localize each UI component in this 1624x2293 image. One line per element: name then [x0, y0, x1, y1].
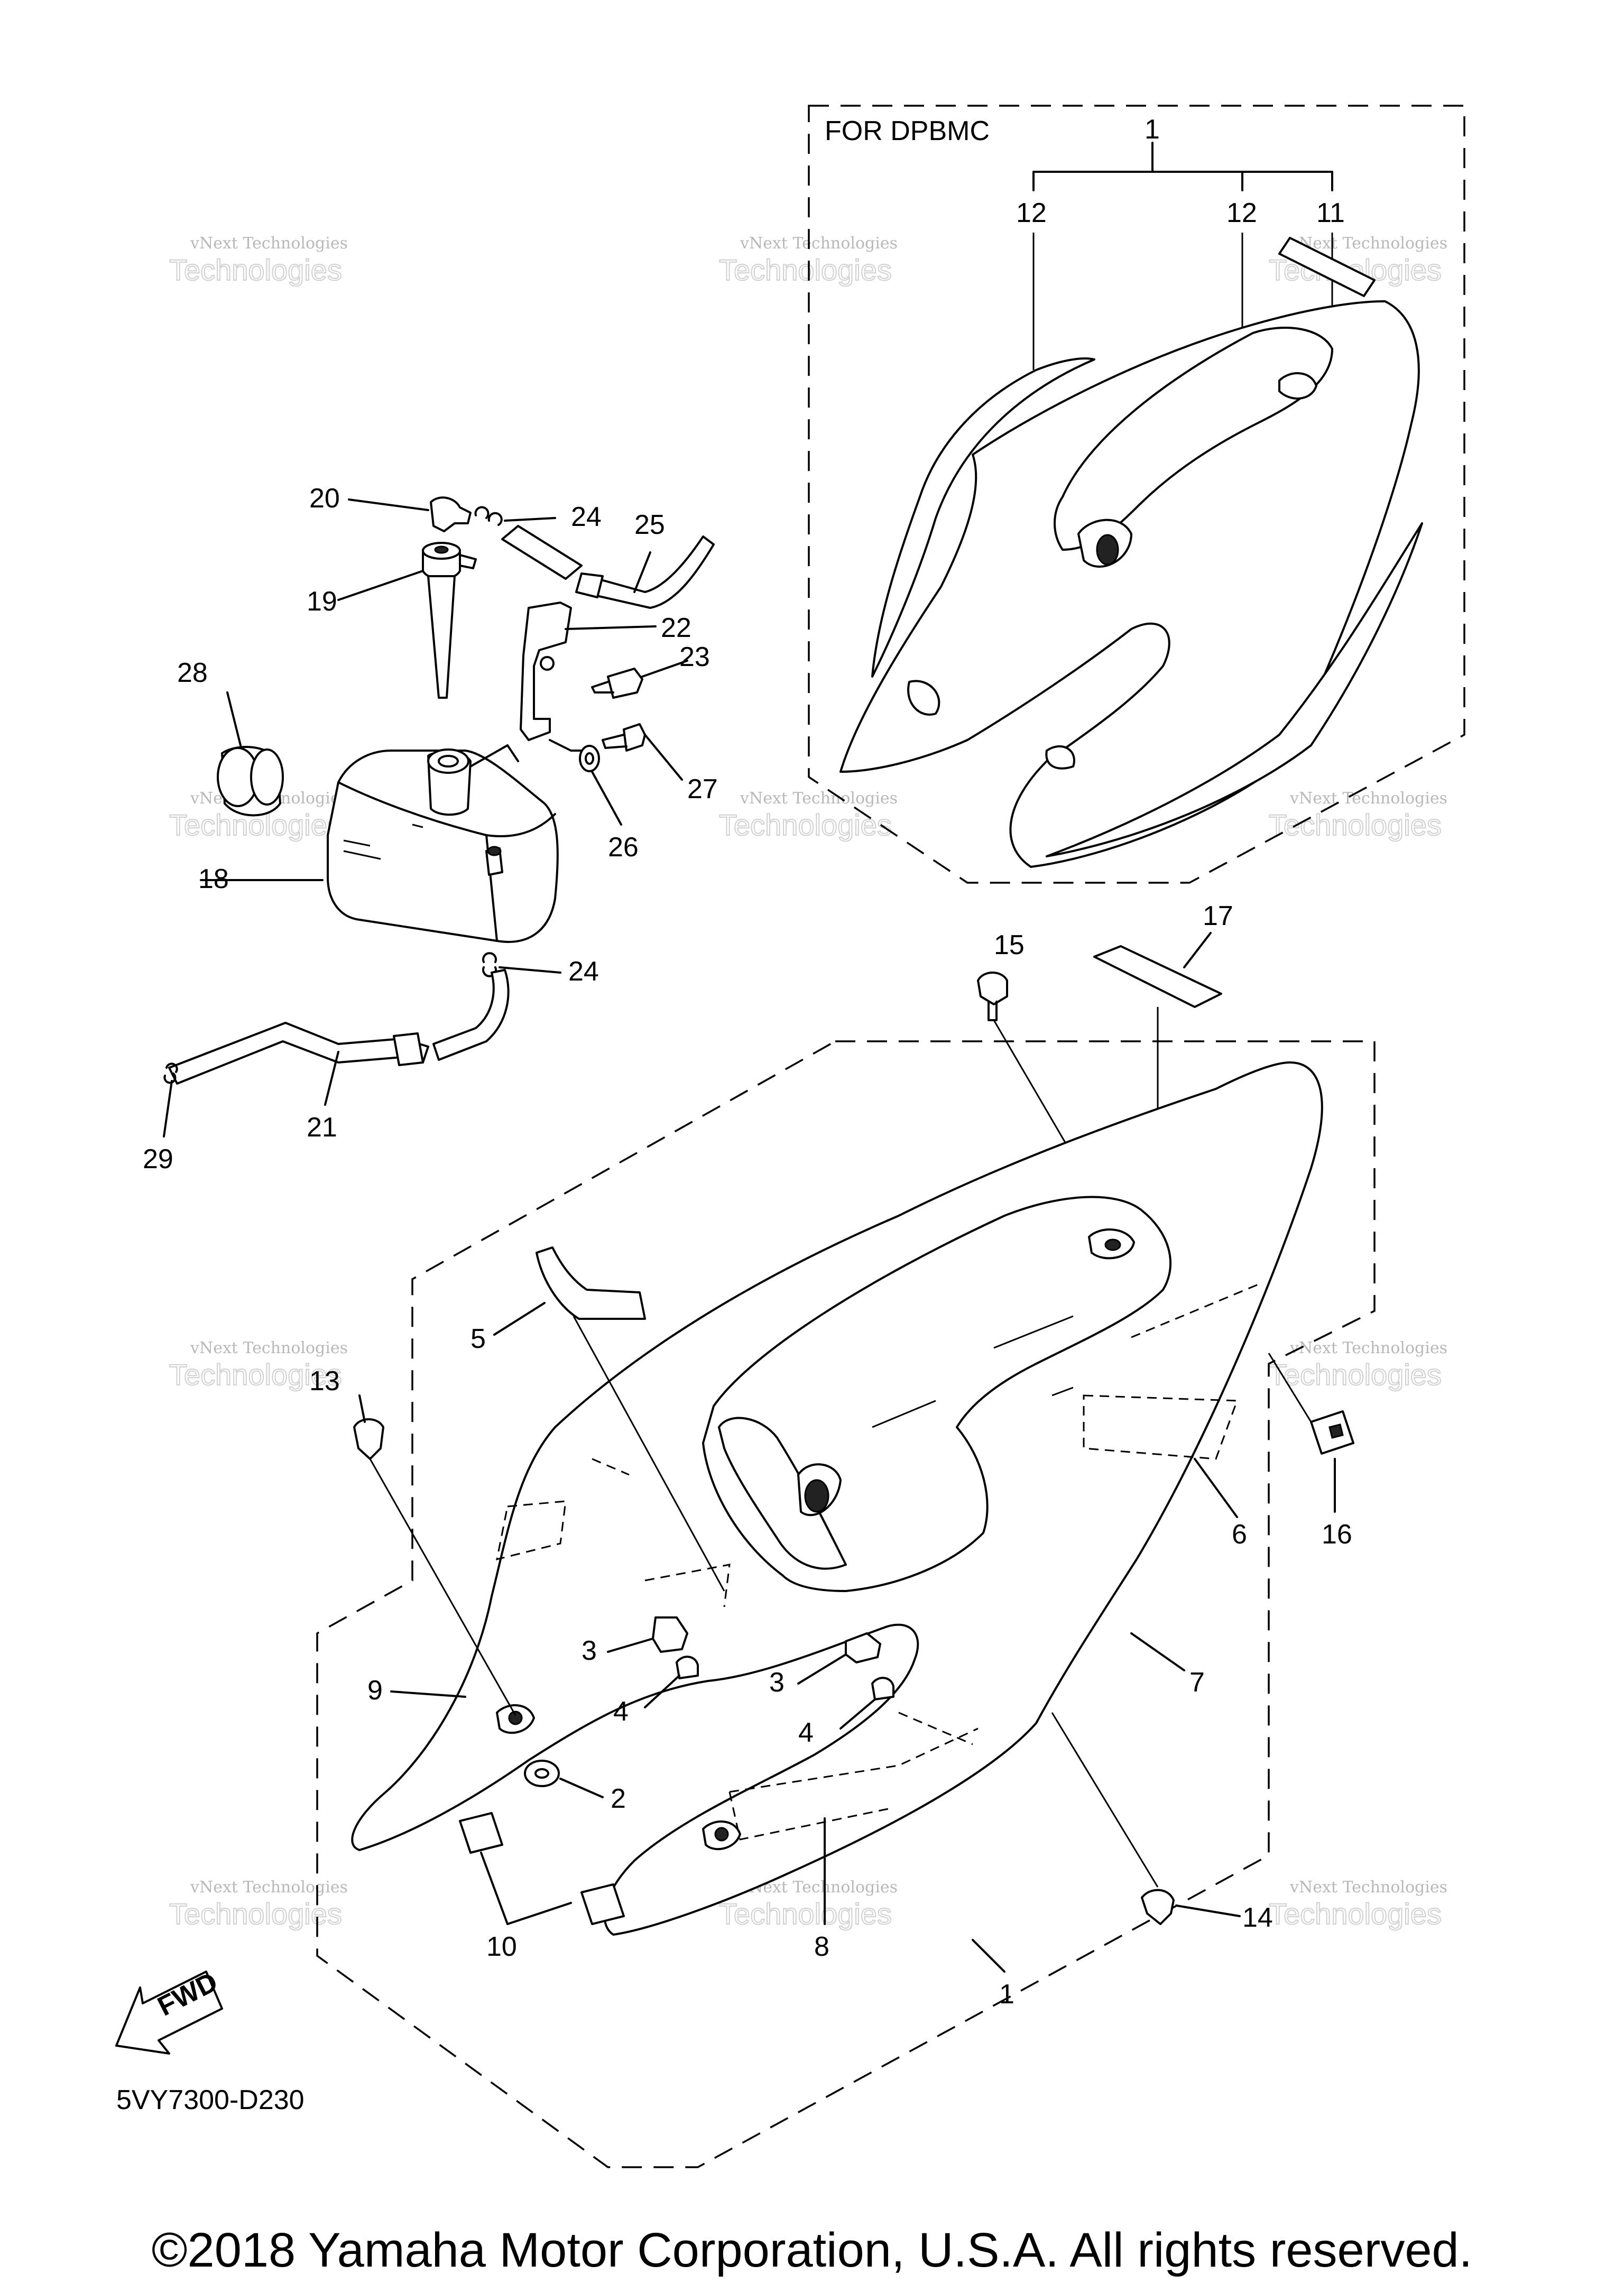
callout-15: 15	[994, 930, 1025, 960]
part-20-elbow	[430, 496, 472, 532]
mount-hole	[1096, 534, 1119, 566]
callout-25: 25	[634, 510, 665, 540]
decal-11	[1278, 237, 1376, 297]
stripe-12-left	[871, 357, 1095, 678]
part-15-screw	[977, 972, 1008, 1005]
watermark-text: vNext Technologies	[1289, 789, 1447, 808]
part-18-oil-tank	[327, 750, 559, 943]
callout-16: 16	[1322, 1519, 1352, 1550]
part-4-rivet	[676, 1656, 699, 1679]
callout-3-right: 3	[769, 1667, 785, 1698]
part-10-damper	[580, 1883, 625, 1925]
callout-29: 29	[143, 1144, 173, 1175]
variant-group-box: FOR DPBMC 1 12 12 11	[808, 105, 1465, 884]
callout-18: 18	[198, 864, 229, 894]
callout-9: 9	[367, 1675, 383, 1706]
watermark-text: Technologies	[169, 1358, 342, 1391]
callout-24-lower: 24	[568, 956, 599, 987]
callout-7: 7	[1189, 1667, 1205, 1698]
callout-2: 2	[611, 1783, 626, 1814]
watermark-text: Technologies	[1269, 1897, 1442, 1930]
callout-4-left: 4	[613, 1696, 629, 1727]
watermark-text: vNext Technologies	[190, 234, 348, 253]
callout-3-left: 3	[582, 1635, 597, 1666]
fwd-arrow: FWD	[115, 1966, 223, 2055]
callout-20: 20	[309, 483, 340, 514]
watermark-text: Technologies	[719, 253, 892, 286]
part-10-damper	[459, 1812, 503, 1854]
part-21-hose	[168, 1022, 429, 1085]
variant-label: FOR DPBMC	[825, 116, 990, 146]
callout-23: 23	[679, 642, 710, 672]
copyright-notice: ©2018 Yamaha Motor Corporation, U.S.A. A…	[151, 2223, 1473, 2277]
part-4-rivet	[871, 1677, 894, 1700]
callout-12-right: 12	[1226, 198, 1257, 228]
callout-4-right: 4	[798, 1717, 814, 1748]
callout-8: 8	[814, 1931, 829, 1962]
callout-1-upper: 1	[1145, 114, 1160, 145]
part-14-screw	[1141, 1889, 1175, 1925]
watermark-text: Technologies	[1269, 808, 1442, 842]
watermark-text: Technologies	[719, 808, 892, 842]
drawing-code: 5VY7300-D230	[116, 2085, 304, 2115]
callout-10: 10	[486, 1931, 517, 1962]
callout-22: 22	[661, 613, 691, 643]
callout-12-left: 12	[1016, 198, 1047, 228]
callout-13: 13	[309, 1366, 340, 1397]
watermark-text: vNext Technologies	[190, 1339, 348, 1357]
watermark-text: Technologies	[719, 1897, 892, 1930]
callout-1-lower: 1	[999, 1979, 1014, 2010]
callout-14: 14	[1242, 1902, 1273, 1933]
part-13-screw	[353, 1418, 384, 1460]
watermark-text: Technologies	[169, 253, 342, 286]
reservoir-assembly: 20 24 25 19 22 23 27	[143, 483, 718, 1175]
callout-19: 19	[307, 586, 337, 617]
mount-hole	[804, 1479, 829, 1513]
stripe-12-right	[1046, 522, 1423, 857]
callout-27: 27	[687, 774, 718, 805]
callout-24-upper: 24	[571, 502, 602, 532]
watermark-text: vNext Technologies	[1289, 1878, 1447, 1897]
callout-28: 28	[177, 658, 208, 688]
decal-17	[1093, 945, 1222, 1008]
callout-26: 26	[608, 832, 639, 863]
watermark-text: vNext Technologies	[740, 234, 898, 253]
callout-11: 11	[1316, 198, 1345, 228]
part-5-trim	[536, 1246, 646, 1320]
callout-6: 6	[1232, 1519, 1247, 1550]
callout-17: 17	[1203, 901, 1233, 931]
watermark-text: Technologies	[169, 1897, 342, 1930]
part-23-bolt	[607, 668, 643, 699]
part-25-hose	[501, 525, 583, 580]
watermark-text: vNext Technologies	[740, 789, 898, 808]
watermark-text: Technologies	[1269, 1358, 1442, 1391]
callout-21: 21	[307, 1112, 337, 1143]
watermark-text: vNext Technologies	[190, 1878, 348, 1897]
callout-5: 5	[470, 1324, 486, 1354]
main-tail-cowl-group: 15 17 5 6	[309, 901, 1376, 2168]
watermark-text: vNext Technologies	[1289, 1339, 1447, 1357]
part-22-bracket	[520, 602, 572, 741]
seat-cowl-upper	[839, 300, 1420, 868]
watermark-text: vNext Technologies	[1289, 234, 1447, 253]
